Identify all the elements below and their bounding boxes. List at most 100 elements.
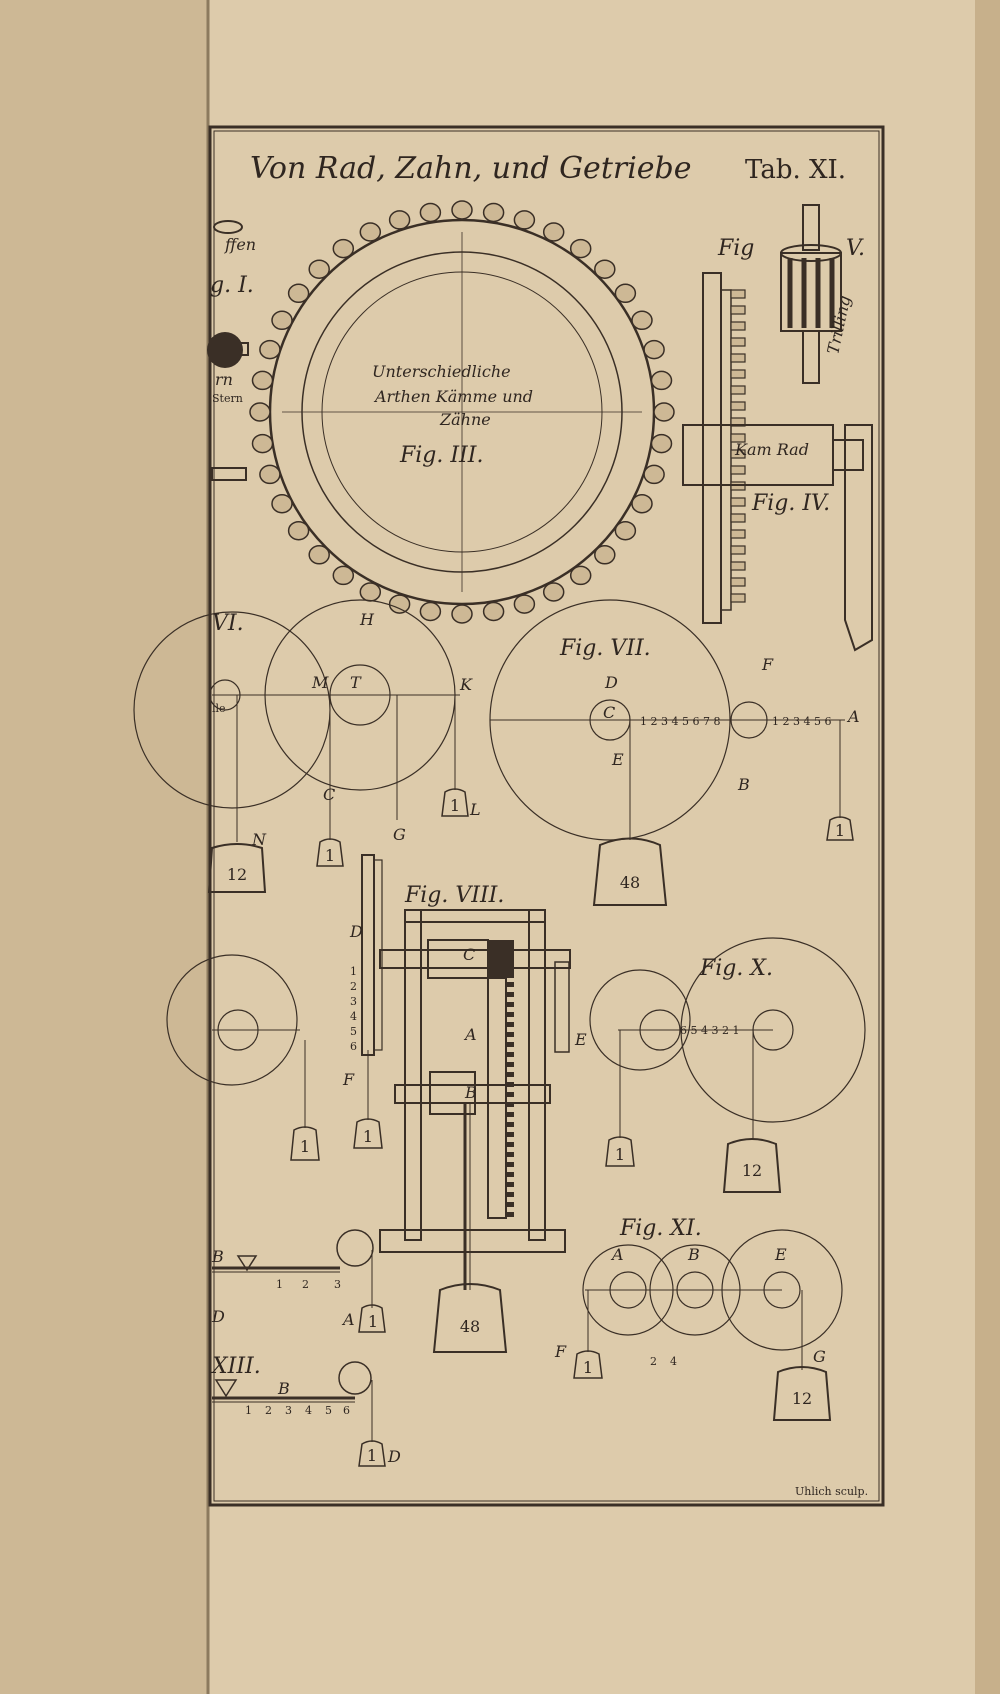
svg-text:1: 1	[615, 1145, 625, 1164]
rack-tooth	[506, 1142, 514, 1147]
gear-tooth	[650, 370, 673, 391]
rack-tooth	[506, 1152, 514, 1157]
rack-tooth	[506, 1112, 514, 1117]
engraver-signature: Uhlich sculp.	[795, 1485, 868, 1498]
figure-4-crown-wheel: Kam Rad Fig. IV.	[682, 272, 873, 652]
rack-tooth	[506, 1062, 514, 1067]
svg-text:4: 4	[305, 1404, 312, 1417]
gear-tooth	[419, 202, 442, 223]
svg-text:B: B	[464, 1083, 477, 1102]
fig11-label: Fig. XI.	[619, 1216, 702, 1241]
svg-text:A: A	[463, 1025, 477, 1044]
svg-text:F: F	[554, 1342, 567, 1361]
svg-text:5: 5	[350, 1025, 357, 1038]
gear-tooth	[513, 594, 536, 614]
svg-text:5: 5	[325, 1404, 332, 1417]
svg-text:N: N	[251, 830, 267, 849]
svg-text:F: F	[342, 1070, 355, 1089]
fig3-label: Fig. III.	[399, 443, 483, 468]
fig8-label: Fig. VIII.	[404, 883, 504, 908]
gear-tooth	[271, 493, 293, 514]
binding-fold	[0, 0, 208, 1694]
gear-tooth	[271, 310, 293, 331]
gear-tooth	[451, 604, 473, 624]
svg-text:2: 2	[650, 1355, 657, 1368]
svg-text:lle: lle	[212, 702, 226, 715]
crown-tooth	[730, 577, 746, 587]
svg-text:VI.: VI.	[212, 611, 244, 636]
gear-tooth	[542, 582, 565, 602]
rack-tooth	[506, 1132, 514, 1137]
svg-text:E: E	[574, 1030, 587, 1049]
crown-tooth	[730, 321, 746, 331]
figure-11-gear-train: Fig. XI. A B E F G 2 4 1 12	[554, 1216, 843, 1421]
fig3-caption-2: Arthen Kämme und	[373, 387, 533, 406]
svg-text:3: 3	[350, 995, 357, 1008]
svg-text:B: B	[687, 1245, 700, 1264]
crown-tooth	[730, 529, 746, 539]
svg-text:E: E	[774, 1245, 787, 1264]
svg-text:G: G	[813, 1347, 826, 1366]
rack-tooth	[506, 1192, 514, 1197]
figure-7-wheel: 1 2 3 4 5 6 7 8 1 2 3 4 5 6 Fig. VII. D …	[489, 599, 860, 906]
svg-text:D: D	[349, 922, 363, 941]
svg-text:4: 4	[670, 1355, 677, 1368]
crown-tooth	[730, 497, 746, 507]
svg-text:48: 48	[620, 873, 640, 892]
svg-text:A: A	[341, 1310, 355, 1329]
svg-text:K: K	[459, 675, 473, 694]
crown-tooth	[730, 385, 746, 395]
svg-text:1: 1	[325, 846, 335, 865]
svg-text:1: 1	[583, 1358, 593, 1377]
figure-10-wheels: 6 5 4 3 2 1 Fig. X. 1 12	[589, 937, 866, 1193]
figure-13-lever: XIII. B 1 2 3 4 5 6 1 D	[210, 1354, 401, 1467]
crown-tooth	[730, 401, 746, 411]
svg-text:A: A	[846, 707, 860, 726]
rack-tooth	[506, 982, 514, 987]
gear-tooth	[482, 601, 505, 622]
svg-text:3: 3	[285, 1404, 292, 1417]
svg-text:6: 6	[350, 1040, 357, 1053]
gear-tooth	[308, 259, 330, 279]
rack-tooth	[506, 1032, 514, 1037]
fig1-label: g. I.	[210, 273, 254, 298]
svg-text:6 5 4 3 2 1: 6 5 4 3 2 1	[680, 1024, 739, 1037]
fig7-label: Fig. VII.	[559, 636, 651, 661]
crown-tooth	[730, 545, 746, 555]
gear-tooth	[259, 464, 281, 485]
gear-tooth	[643, 464, 665, 485]
svg-text:L: L	[469, 800, 481, 819]
svg-text:12: 12	[792, 1389, 812, 1408]
figure-3-gear-teeth: Unterschiedliche Arthen Kämme und Zähne …	[249, 200, 675, 624]
gear-tooth	[249, 402, 271, 422]
svg-text:48: 48	[460, 1317, 480, 1336]
svg-text:2: 2	[302, 1278, 309, 1291]
svg-text:M: M	[311, 673, 329, 692]
gear-tooth	[259, 339, 281, 360]
svg-text:1: 1	[350, 965, 357, 978]
svg-text:F: F	[761, 655, 774, 674]
rack-tooth	[506, 1212, 514, 1217]
gear-tooth	[631, 493, 653, 514]
gear-tooth	[650, 433, 673, 454]
rack-tooth	[506, 1002, 514, 1007]
gear-tooth	[332, 565, 355, 586]
rack-tooth	[506, 1102, 514, 1107]
svg-text:3: 3	[334, 1278, 341, 1291]
crown-tooth	[730, 369, 746, 379]
fig5-label-left: Fig	[717, 236, 754, 261]
gear-tooth	[251, 370, 274, 391]
crown-tooth	[730, 305, 746, 315]
gear-tooth	[287, 520, 310, 541]
fig10-label: Fig. X.	[699, 956, 773, 981]
fig4-label: Fig. IV.	[751, 491, 830, 516]
fig13-label: XIII.	[210, 1354, 261, 1379]
crown-tooth	[730, 513, 746, 523]
svg-text:4: 4	[350, 1010, 357, 1023]
svg-text:12: 12	[227, 865, 247, 884]
svg-text:T: T	[350, 673, 362, 692]
crown-tooth	[730, 433, 746, 443]
gear-tooth	[594, 545, 616, 565]
svg-text:D: D	[387, 1447, 401, 1466]
